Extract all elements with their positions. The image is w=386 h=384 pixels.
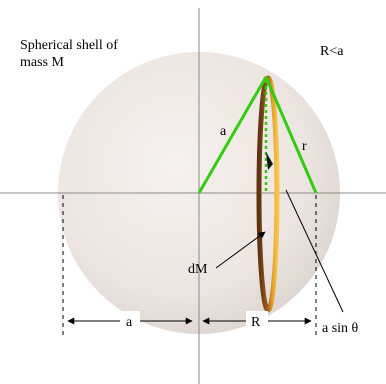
condition-label: R<a [320,44,344,59]
dimension-label-a-background [120,311,140,331]
angle-marker-icon [266,152,273,170]
radius-label-a: a [220,124,227,139]
dimension-label-a: a [126,315,133,330]
shell-title-line2: mass M [20,55,65,70]
distance-label-r: r [302,139,307,154]
ring-radius-pointer-line [285,189,344,313]
ring-mass-label: dM [188,262,208,277]
distance-line-r [264,76,318,194]
dimension-label-r: R [251,315,261,330]
ring-radius-label: a sin θ [322,321,359,336]
dm-pointer-arrow [215,231,266,269]
shell-title-line1: Spherical shell of [20,38,118,53]
dimension-label-r-background [246,311,268,331]
radius-line-a [197,76,268,194]
